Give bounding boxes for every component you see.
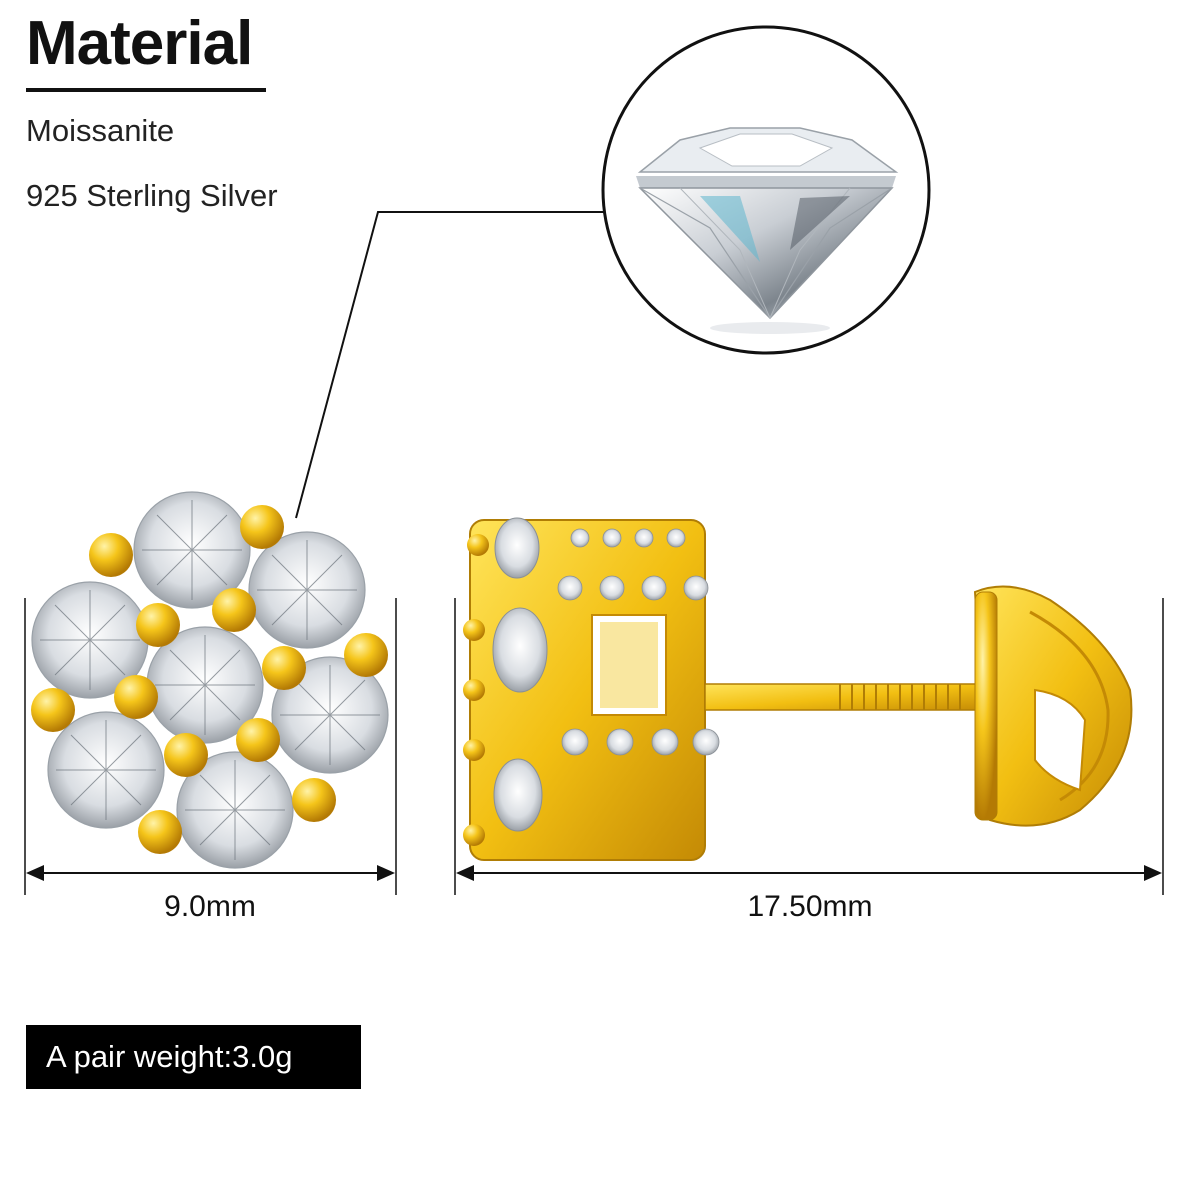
dimension-length [454,598,1164,895]
material-moissanite: Moissanite [26,113,175,148]
weight-badge: A pair weight:3.0g [26,1025,361,1089]
callout-line [295,211,607,519]
material-heading: Material [26,9,253,78]
length-label: 17.50mm [747,890,873,923]
material-silver: 925 Sterling Silver [26,178,278,213]
heading-underline [26,88,266,92]
dimension-width [24,598,397,895]
flower-cluster-earring-front [31,491,389,869]
earring-side-with-screw-back [463,517,1133,861]
width-label: 9.0mm [164,890,256,923]
moissanite-gem-icon [601,25,931,355]
